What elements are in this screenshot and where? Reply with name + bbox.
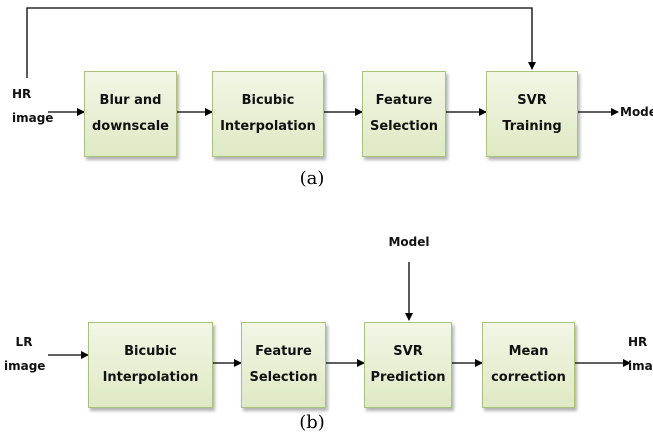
box-svr-prediction: SVR Prediction — [364, 322, 452, 408]
input-label-a: HR image — [12, 87, 54, 125]
output-label-a: Model — [620, 105, 653, 119]
caption-a: (a) — [299, 168, 325, 189]
box-blur-downscale: Blur and downscale — [84, 71, 177, 157]
output-label-b: HR image — [628, 335, 653, 373]
model-label-b: Model — [388, 235, 430, 249]
box-bicubic-interpolation-a: Bicubic Interpolation — [212, 71, 324, 157]
caption-b: (b) — [299, 412, 325, 433]
box-feature-selection-a: Feature Selection — [362, 71, 446, 157]
box-svr-training: SVR Training — [486, 71, 578, 157]
feedback-line-a — [26, 7, 536, 78]
input-label-b: LR image — [4, 335, 46, 373]
box-bicubic-interpolation-b: Bicubic Interpolation — [88, 322, 213, 408]
box-mean-correction: Mean correction — [482, 322, 575, 408]
box-feature-selection-b: Feature Selection — [241, 322, 326, 408]
